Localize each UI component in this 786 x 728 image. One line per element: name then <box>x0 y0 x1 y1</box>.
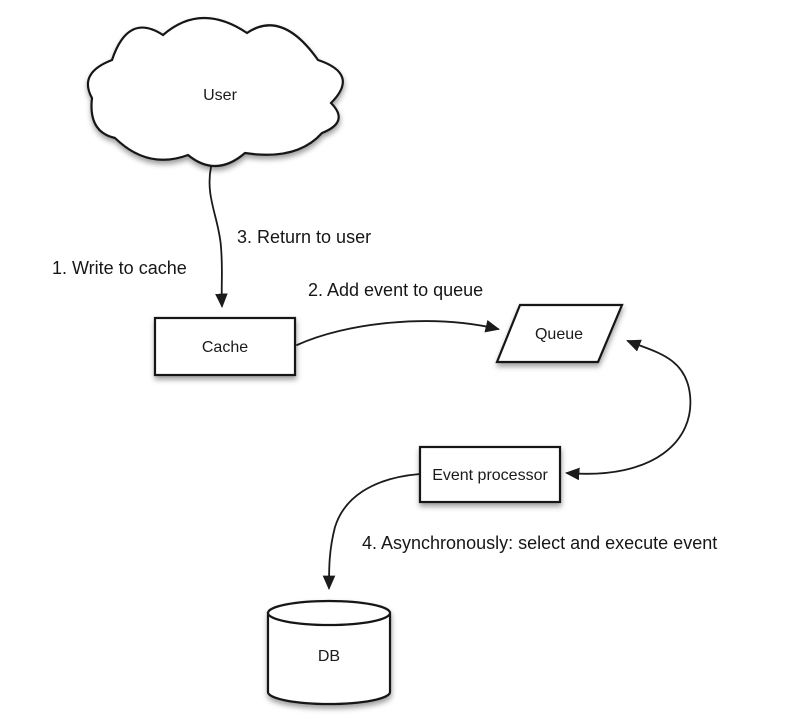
label-step-1: 1. Write to cache <box>52 258 187 278</box>
arrow-event-processor-to-db <box>322 473 421 591</box>
queue-label: Queue <box>535 326 583 343</box>
label-step-3: 3. Return to user <box>237 227 371 247</box>
event-processor-label: Event processor <box>432 467 548 484</box>
arrow-cache-to-queue <box>296 320 500 346</box>
arrow-user-to-cache <box>208 166 228 309</box>
user-label: User <box>203 87 237 104</box>
label-step-4: 4. Asynchronously: select and execute ev… <box>362 533 717 553</box>
db-cylinder-body <box>266 611 392 706</box>
cloud-shape <box>86 16 344 168</box>
cache-node: Cache <box>153 316 297 377</box>
db-cylinder-top <box>266 599 392 627</box>
queue-node: Queue <box>495 303 624 364</box>
label-step-2: 2. Add event to queue <box>308 280 483 300</box>
cache-label: Cache <box>202 339 248 356</box>
user-node: User <box>86 16 344 168</box>
queue-shape <box>495 303 624 364</box>
db-node: DB <box>266 599 392 706</box>
db-label: DB <box>318 648 340 665</box>
event-processor-box <box>418 445 562 504</box>
event-processor-node: Event processor <box>418 445 562 504</box>
arrow-queue-event-processor-bidirectional <box>564 339 692 481</box>
cache-box <box>153 316 297 377</box>
